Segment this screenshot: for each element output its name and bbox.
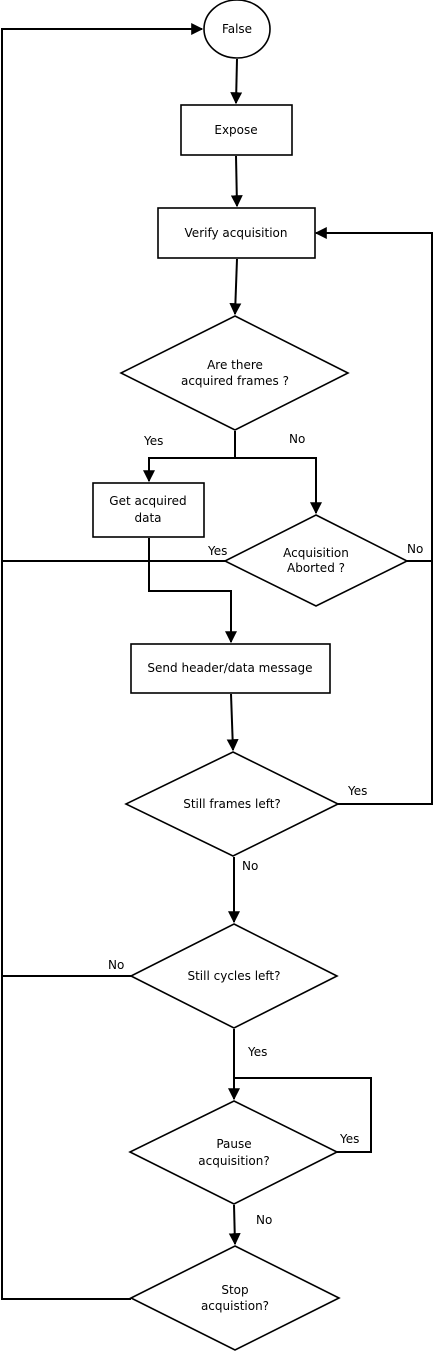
getdata-label-line1: Get acquired <box>109 494 186 508</box>
aborted-label-line2: Aborted ? <box>287 561 345 575</box>
node-verify: Verify acquisition <box>157 207 316 259</box>
expose-label: Expose <box>214 123 257 137</box>
edge-send-to-framesleft <box>226 693 239 752</box>
send-label: Send header/data message <box>147 661 312 675</box>
label-framesleft-yes: Yes <box>347 784 367 798</box>
edge-aborted-no <box>314 227 433 562</box>
node-frames-left-question: Still frames left? <box>124 751 340 857</box>
edge-pause-no <box>228 1204 241 1246</box>
edge-labels: Yes No Yes No Yes No No Yes Yes No <box>108 432 423 1227</box>
node-aborted-question: Acquisition Aborted ? <box>223 514 409 607</box>
stop-label-line2: acquistion? <box>201 1299 269 1313</box>
edge-framesleft-yes <box>338 561 433 805</box>
cycles-label: Still cycles left? <box>187 969 280 983</box>
framesleft-diamond <box>124 751 340 857</box>
pause-label-line1: Pause <box>216 1137 251 1151</box>
frames-label-line1: Are there <box>207 358 263 372</box>
label-aborted-yes: Yes <box>207 544 227 558</box>
label-cycles-no: No <box>108 958 124 972</box>
label-frames-yes: Yes <box>143 434 163 448</box>
node-start: False <box>203 0 271 59</box>
start-label: False <box>222 22 252 36</box>
cycles-diamond <box>129 923 339 1029</box>
edge-verify-to-frames <box>229 258 242 316</box>
edge-frames-no <box>235 457 322 515</box>
pause-diamond <box>128 1100 339 1205</box>
getdata-label-line2: data <box>134 511 161 525</box>
node-pause-question: Pause acquisition? <box>128 1100 339 1205</box>
getdata-box <box>92 482 205 538</box>
send-box <box>130 643 331 694</box>
label-aborted-no: No <box>407 542 423 556</box>
label-pause-yes: Yes <box>339 1132 359 1146</box>
stop-diamond <box>129 1245 341 1351</box>
node-send: Send header/data message <box>130 643 331 694</box>
verify-label: Verify acquisition <box>185 226 288 240</box>
label-cycles-yes: Yes <box>247 1045 267 1059</box>
node-frames-question: Are there acquired frames ? <box>119 315 350 431</box>
label-frames-no: No <box>289 432 305 446</box>
edge-getdata-to-send <box>148 538 237 644</box>
node-cycles-left-question: Still cycles left? <box>129 923 339 1029</box>
frames-label-line2: acquired frames ? <box>181 374 289 388</box>
edge-expose-to-verify <box>230 155 243 208</box>
pause-label-line2: acquisition? <box>198 1154 269 1168</box>
edge-pause-yes <box>234 1077 372 1153</box>
node-stop-question: Stop acquistion? <box>129 1245 341 1351</box>
edges <box>1 23 433 1300</box>
node-expose: Expose <box>180 104 293 156</box>
aborted-label-line1: Acquisition <box>283 546 349 560</box>
edge-frames-yes <box>143 431 236 483</box>
edge-start-to-expose <box>230 58 243 105</box>
node-get-data: Get acquired data <box>92 482 205 538</box>
frames-diamond <box>119 315 350 431</box>
label-pause-no: No <box>256 1213 272 1227</box>
label-framesleft-no: No <box>242 859 258 873</box>
edge-stop-loop <box>1 23 204 1300</box>
aborted-diamond <box>223 514 409 607</box>
start-ellipse <box>203 0 271 59</box>
framesleft-label: Still frames left? <box>183 797 281 811</box>
stop-label-line1: Stop <box>221 1283 248 1297</box>
expose-box <box>180 104 293 156</box>
verify-box <box>157 207 316 259</box>
